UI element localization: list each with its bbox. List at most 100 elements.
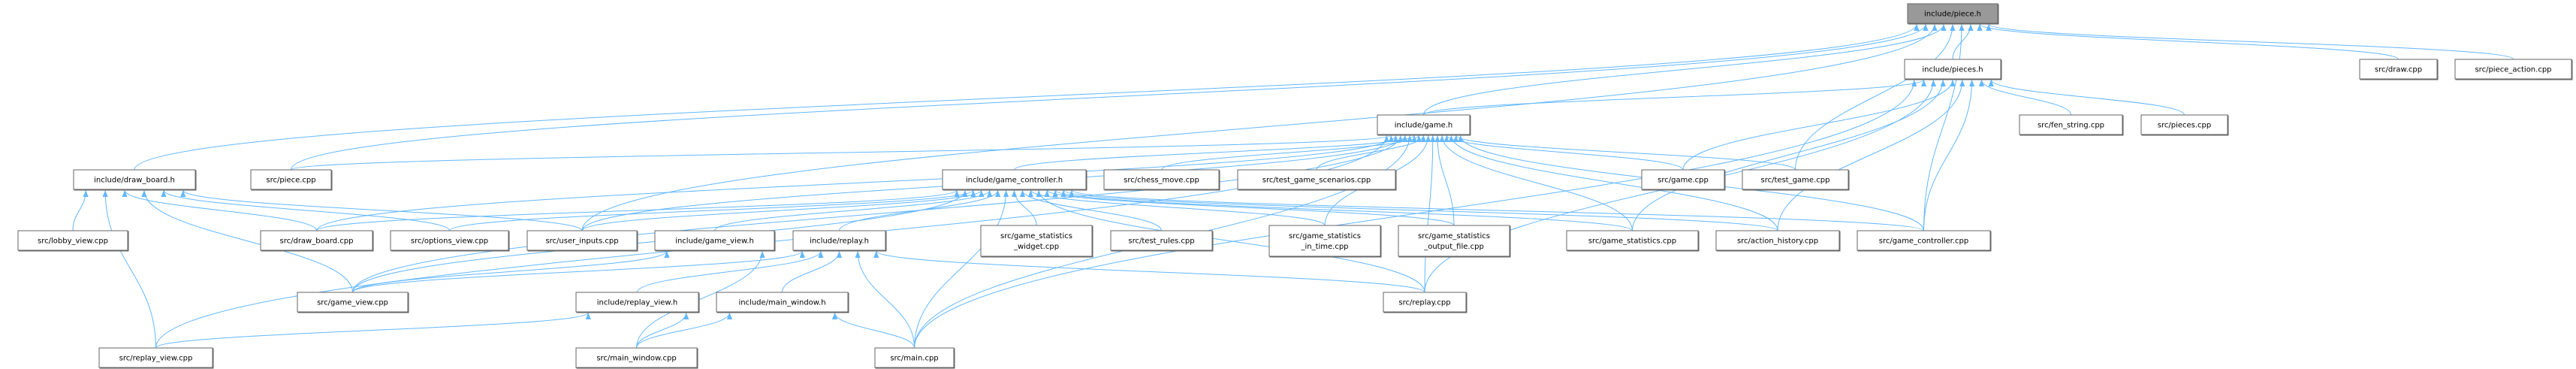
node-box — [792, 230, 886, 251]
edge-chess-move-cpp-to-game-h — [1161, 135, 1422, 171]
node-label: include/game_view.h — [675, 237, 754, 246]
node-box — [1377, 114, 1470, 135]
node-label: src/test_rules.cpp — [1128, 237, 1194, 246]
edge-main-cpp-to-game-controller-h — [914, 189, 1009, 349]
node-label: src/game_statistics.cpp — [1588, 237, 1676, 246]
edge-replay-view-cpp-to-draw-board-h — [102, 189, 156, 349]
node-draw-board-cpp[interactable]: src/draw_board.cpp — [260, 230, 374, 252]
edge-game-controller-cpp-to-game-controller-h — [1069, 189, 1924, 231]
edge-piece-cpp-to-game-h — [291, 135, 1394, 171]
node-pieces-h[interactable]: include/pieces.h — [1904, 59, 2002, 80]
edge-replay-view-h-to-replay-h — [637, 250, 824, 293]
edge-main-window-cpp-to-replay-view-h — [636, 312, 689, 349]
edge-main-window-cpp-to-main-window-h — [636, 312, 733, 349]
edge-main-window-h-to-replay-h — [782, 250, 843, 293]
edge-game-view-cpp-to-draw-board-h — [141, 189, 353, 293]
node-box — [526, 230, 638, 251]
node-main-cpp[interactable]: src/main.cpp — [874, 347, 955, 369]
node-game-statistics-output-file-cpp[interactable]: src/game_statistics_output_file.cpp — [1398, 225, 1511, 258]
node-game-controller-h[interactable]: include/game_controller.h — [942, 169, 1087, 191]
node-box — [2019, 114, 2123, 135]
edge-replay-cpp-to-game-controller-h — [1036, 189, 1425, 293]
node-label: src/game_view.cpp — [317, 299, 388, 307]
node-label: src/game_statistics — [1000, 232, 1072, 240]
edge-game-view-cpp-to-game-h — [352, 135, 1404, 293]
node-box — [1268, 225, 1381, 257]
node-label: include/pieces.h — [1922, 66, 1983, 74]
node-label: include/replay.h — [810, 237, 869, 246]
node-replay-cpp[interactable]: src/replay.cpp — [1383, 292, 1467, 313]
edge-game-statistics-output-file-cpp-to-game-controller-h — [1044, 189, 1455, 226]
edge-pieces-h-to-piece-h — [1952, 23, 1974, 60]
node-label: src/pieces.cpp — [2158, 122, 2211, 130]
node-draw-cpp[interactable]: src/draw.cpp — [2359, 59, 2439, 80]
edge-action-history-cpp-to-game-controller-h — [1060, 189, 1778, 231]
node-pieces-cpp[interactable]: src/pieces.cpp — [2140, 114, 2229, 136]
node-box — [1110, 230, 1213, 251]
node-box — [1904, 59, 2001, 80]
node-label: src/game_statistics — [1289, 232, 1361, 240]
edge-draw-board-cpp-to-game-controller-h — [316, 189, 960, 231]
node-lobby-view-cpp[interactable]: src/lobby_view.cpp — [17, 230, 129, 252]
node-label: src/options_view.cpp — [411, 237, 488, 246]
edge-game-cpp-to-game-h — [1443, 135, 1684, 171]
node-main-window-h[interactable]: include/main_window.h — [716, 292, 849, 313]
edge-game-h-to-pieces-h — [1423, 79, 1926, 116]
node-label: src/main.cpp — [890, 355, 938, 363]
node-game-cpp[interactable]: src/game.cpp — [1641, 169, 1726, 191]
node-game-controller-cpp[interactable]: src/game_controller.cpp — [1857, 230, 1992, 252]
edge-draw-board-cpp-to-draw-board-h — [122, 189, 317, 231]
edge-game-view-cpp-to-replay-h — [352, 250, 805, 293]
node-label: include/game_controller.h — [966, 177, 1063, 185]
edge-game-statistics-cpp-to-pieces-h — [1632, 79, 1946, 231]
node-game-statistics-cpp[interactable]: src/game_statistics.cpp — [1566, 230, 1700, 252]
node-chess-move-cpp[interactable]: src/chess_move.cpp — [1103, 169, 1220, 191]
node-replay-view-cpp[interactable]: src/replay_view.cpp — [98, 347, 214, 369]
node-game-view-cpp[interactable]: src/game_view.cpp — [297, 292, 409, 313]
node-game-statistics-widget-cpp[interactable]: src/game_statistics_widget.cpp — [980, 225, 1093, 258]
node-box — [1566, 230, 1699, 251]
node-label: src/test_game_scenarios.cpp — [1262, 177, 1371, 185]
node-label: src/game_controller.cpp — [1879, 237, 1969, 246]
node-user-inputs-cpp[interactable]: src/user_inputs.cpp — [526, 230, 638, 252]
node-box — [1641, 169, 1725, 190]
node-game-statistics-in-time-cpp[interactable]: src/game_statistics_in_time.cpp — [1268, 225, 1382, 258]
edge-game-cpp-to-pieces-h — [1682, 79, 1956, 171]
node-box — [942, 169, 1087, 190]
node-box — [1857, 230, 1991, 251]
node-test-game-cpp[interactable]: src/test_game.cpp — [1742, 169, 1850, 191]
node-replay-h[interactable]: include/replay.h — [792, 230, 887, 252]
edge-game-h-to-piece-h — [1423, 23, 1947, 116]
node-box — [575, 347, 698, 368]
node-main-window-cpp[interactable]: src/main_window.cpp — [575, 347, 698, 369]
node-test-rules-cpp[interactable]: src/test_rules.cpp — [1110, 230, 1214, 252]
node-box — [1742, 169, 1849, 190]
node-action-history-cpp[interactable]: src/action_history.cpp — [1715, 230, 1841, 252]
edge-game-statistics-cpp-to-game-controller-h — [1052, 189, 1633, 231]
node-box — [575, 292, 699, 313]
node-piece-cpp[interactable]: src/piece.cpp — [250, 169, 333, 191]
node-label: src/test_game.cpp — [1761, 177, 1830, 185]
node-box — [980, 225, 1093, 257]
edge-pieces-cpp-to-pieces-h — [1988, 79, 2185, 116]
node-draw-board-h[interactable]: include/draw_board.h — [73, 169, 197, 191]
node-replay-view-h[interactable]: include/replay_view.h — [575, 292, 700, 313]
edge-user-inputs-cpp-to-draw-board-h — [180, 189, 583, 231]
node-piece-h[interactable]: include/piece.h — [1907, 3, 1999, 25]
node-box — [98, 347, 213, 368]
node-box — [1237, 169, 1396, 190]
node-fen-string-cpp[interactable]: src/fen_string.cpp — [2019, 114, 2124, 136]
edge-game-view-cpp-to-game-view-h — [352, 250, 670, 293]
node-piece-action-cpp[interactable]: src/piece_action.cpp — [2454, 59, 2573, 80]
node-test-game-scenarios-cpp[interactable]: src/test_game_scenarios.cpp — [1237, 169, 1397, 191]
edge-game-controller-cpp-to-piece-h — [1923, 23, 1965, 231]
node-options-view-cpp[interactable]: src/options_view.cpp — [390, 230, 510, 252]
edge-game-controller-cpp-to-pieces-h — [1923, 79, 1975, 231]
node-label: _output_file.cpp — [1423, 243, 1484, 251]
node-game-view-h[interactable]: include/game_view.h — [654, 230, 776, 252]
node-game-h[interactable]: include/game.h — [1377, 114, 1471, 136]
node-box — [17, 230, 128, 251]
node-label: src/replay_view.cpp — [119, 355, 193, 363]
edge-options-view-cpp-to-game-controller-h — [449, 189, 976, 231]
edge-replay-view-cpp-to-replay-view-h — [155, 312, 591, 349]
